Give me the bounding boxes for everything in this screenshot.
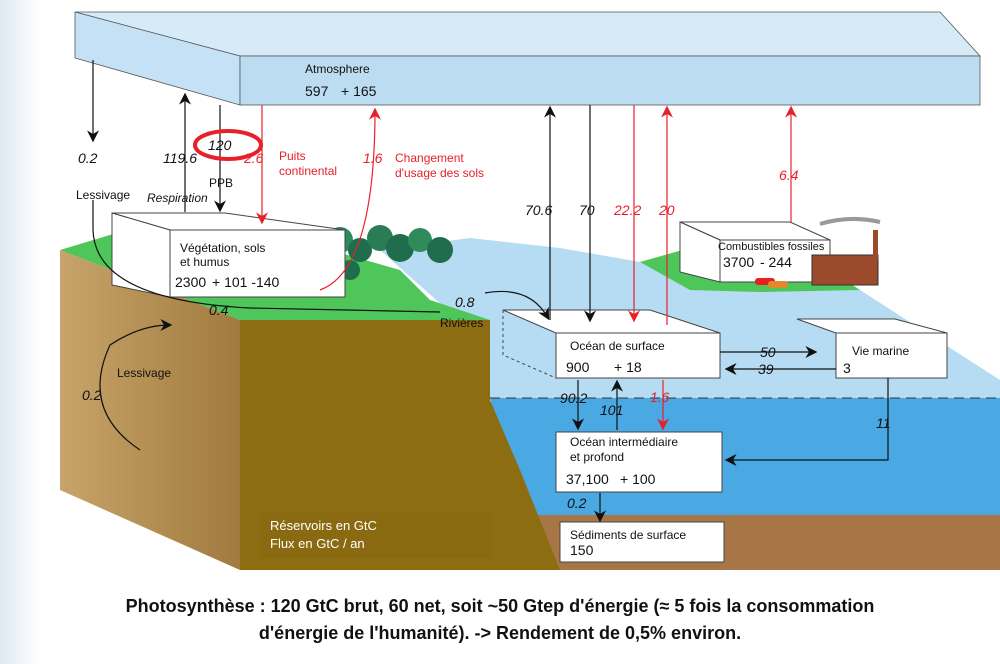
legend-box [260, 512, 492, 558]
soil-side [60, 250, 240, 570]
factory-icon [811, 217, 881, 286]
flux-rivers: 0.8 [455, 294, 475, 310]
flux-from-marine: 39 [758, 361, 774, 377]
fossil-delta: - 244 [760, 254, 792, 270]
ocean-deep-delta: + 100 [620, 471, 656, 487]
flux-soil-leaching: 0.2 [82, 387, 102, 403]
ocean-deep-stock: 37,100 [566, 471, 609, 487]
flux-fossil-emission: 6.4 [779, 167, 799, 183]
flux-gpp: 120 [208, 137, 232, 153]
marine-life-reservoir: Vie marine 3 [796, 318, 948, 379]
flux-leaching-atm: 0.2 [78, 150, 98, 166]
land-use-label-2: d'usage des sols [395, 166, 484, 180]
caption-line-2: d'énergie de l'humanité). -> Rendement d… [258, 623, 742, 643]
flux-land-sink: 2.6 [243, 150, 264, 166]
flux-to-sediments: 0.2 [567, 495, 587, 511]
flux-respiration-label: Respiration [147, 191, 208, 205]
flux-deep-to-surface: 101 [600, 402, 623, 418]
vegetation-reservoir: Végétation, sols et humus 2300 + 101 -14… [111, 212, 346, 298]
land-sink-label-1: Puits [279, 149, 306, 163]
flux-respiration: 119.6 [163, 150, 197, 166]
legend-fluxes: Flux en GtC / an [270, 536, 365, 551]
ocean-surface-reservoir: Océan de surface 900 + 18 [502, 309, 721, 379]
flux-ocean-down: 70 [579, 202, 595, 218]
atmosphere-stock: 597 [305, 83, 329, 99]
vegetation-label-2: et humus [180, 255, 229, 269]
ocean-deep-label-1: Océan intermédiaire [570, 435, 678, 449]
flux-marine-to-deep: 11 [876, 415, 891, 431]
marine-life-label: Vie marine [852, 344, 909, 358]
ocean-deep-label-2: et profond [570, 450, 624, 464]
sediments-reservoir: Sédiments de surface 150 [559, 521, 725, 563]
flux-ocean-up: 70.6 [525, 202, 552, 218]
fossil-reservoir: Combustibles fossiles 3700 - 244 [679, 221, 831, 283]
flux-anthro-to-deep: 1.6 [650, 389, 670, 405]
ocean-deep-reservoir: Océan intermédiaire et profond 37,100 + … [555, 431, 723, 493]
flux-runoff: 0.4 [209, 302, 229, 318]
soil-leaching-label: Lessivage [117, 366, 171, 380]
flux-ocean-anthro-down: 22.2 [613, 202, 641, 218]
land-sink-label-2: continental [279, 164, 337, 178]
vegetation-label-1: Végétation, sols [180, 241, 265, 255]
carbon-cycle-diagram: Atmosphere 597 + 165 Végétation, sols et… [60, 11, 1000, 570]
highlight-circle [193, 129, 263, 161]
car-icon [755, 278, 788, 288]
rivers-label: Rivières [440, 316, 483, 330]
fossil-stock: 3700 [723, 254, 754, 270]
land-use-label-1: Changement [395, 151, 464, 165]
atmosphere-label: Atmosphere [305, 62, 370, 76]
flux-ocean-anthro-up: 20 [658, 202, 675, 218]
fossil-label: Combustibles fossiles [718, 241, 825, 253]
marine-life-stock: 3 [843, 360, 851, 376]
flux-to-marine: 50 [760, 344, 776, 360]
vegetation-delta: + 101 -140 [212, 274, 280, 290]
caption-line-1: Photosynthèse : 120 GtC brut, 60 net, so… [125, 596, 875, 616]
soil-front [240, 320, 560, 570]
sediments-stock: 150 [570, 542, 594, 558]
ocean-surface-delta: + 18 [614, 359, 642, 375]
ocean-surface-label: Océan de surface [570, 339, 665, 353]
flux-leaching-label: Lessivage [76, 188, 130, 202]
flux-gpp-label: PPB [209, 176, 233, 190]
sediments-label: Sédiments de surface [570, 528, 686, 542]
atmosphere-slab: Atmosphere 597 + 165 [74, 11, 981, 106]
ocean-surface-stock: 900 [566, 359, 590, 375]
legend-reservoirs: Réservoirs en GtC [270, 518, 377, 533]
flux-arrows [87, 60, 889, 523]
atmosphere-delta: + 165 [341, 83, 377, 99]
flux-land-use: 1.6 [363, 150, 383, 166]
vegetation-stock: 2300 [175, 274, 206, 290]
flux-surface-to-deep: 90.2 [560, 390, 587, 406]
